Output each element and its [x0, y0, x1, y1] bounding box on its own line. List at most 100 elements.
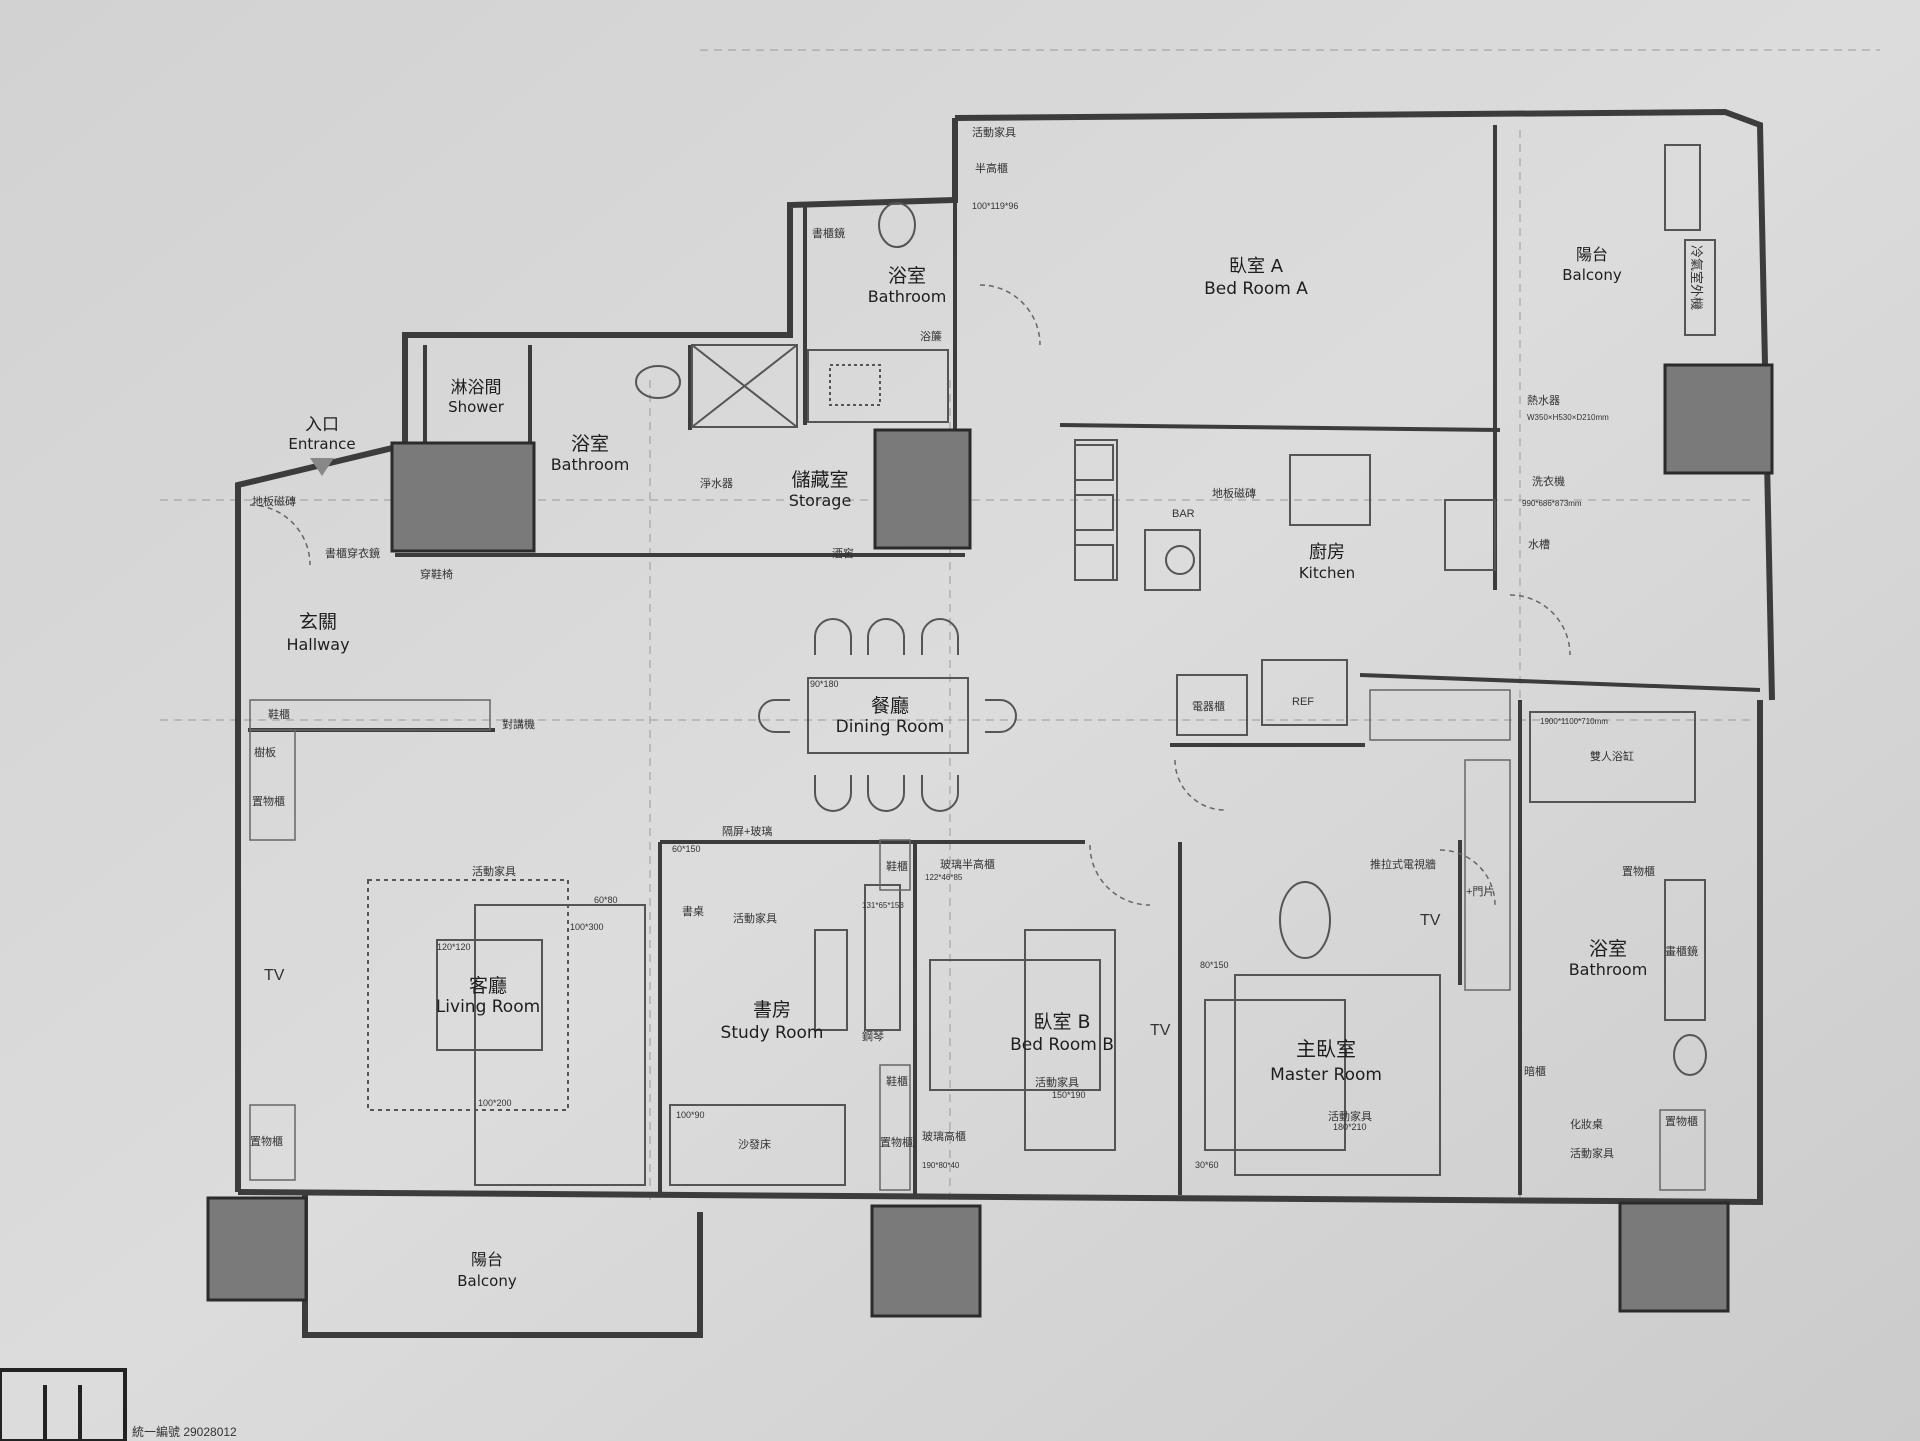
note-storage-cab-master: 置物櫃: [1622, 864, 1655, 878]
balcony-s-zh: 陽台: [471, 1250, 503, 1269]
master-room-zh: 主臥室: [1296, 1037, 1356, 1061]
entrance-arrow-icon: [310, 458, 334, 476]
dining-chairs: [758, 618, 1017, 812]
note-tv-master: TV: [1420, 912, 1441, 929]
note-master-bed-dim: 180*210: [1333, 1122, 1367, 1132]
note-sofa-dim: 100*90: [676, 1110, 705, 1120]
storage-zh: 儲藏室: [791, 469, 848, 491]
door-swings: [249, 284, 1571, 906]
hallway-en: Hallway: [286, 635, 349, 654]
title-block: 統一編號 29028012: [0, 1368, 237, 1441]
note-movable-study: 活動家具: [733, 911, 777, 925]
structural-columns: [206, 363, 1774, 1318]
note-floor-tile: 地板磁磚: [252, 494, 296, 508]
bathroom-mid-en: Bathroom: [551, 455, 630, 474]
bathtub: [807, 349, 949, 423]
note-shoe-bench: 穿鞋椅: [420, 567, 453, 581]
note-tall-dim: 190*80*40: [922, 1161, 960, 1170]
note-storage-cab-study: 置物櫃: [880, 1135, 913, 1149]
note-movable-bed-b: 活動家具: [1035, 1075, 1079, 1089]
note-sofa-bed: 沙發床: [738, 1137, 771, 1151]
note-half-dim: 100*119*96: [972, 201, 1018, 211]
column: [873, 428, 972, 550]
study-room-zh: 書房: [753, 999, 791, 1021]
toilet: [878, 202, 916, 248]
note-tv-bed-b: TV: [1150, 1022, 1171, 1039]
bathroom-mid-zh: 浴室: [571, 433, 609, 455]
dining-room-en: Dining Room: [836, 717, 945, 737]
column: [206, 1196, 308, 1302]
note-vanity: 化妝桌: [1570, 1117, 1603, 1131]
note-dining-table: 90*180: [810, 679, 839, 689]
note-dim-60-80: 60*80: [594, 895, 618, 905]
note-heater-dim: W350×H530×D210mm: [1527, 413, 1609, 422]
study-room-en: Study Room: [721, 1023, 824, 1043]
kitchen-zh: 廚房: [1309, 541, 1345, 563]
toilet: [635, 365, 681, 399]
note-storage-cab: 置物櫃: [252, 794, 285, 808]
note-movable-bath: 活動家具: [1570, 1146, 1614, 1160]
shower-zh: 淋浴間: [451, 378, 502, 398]
note-wardrobe: 書櫃穿衣鏡: [325, 546, 380, 560]
bathroom-top-zh: 浴室: [888, 265, 926, 287]
note-movable-master: 活動家具: [1328, 1109, 1372, 1123]
note-washer: 洗衣機: [1532, 474, 1565, 488]
living-room-en: Living Room: [436, 997, 540, 1017]
bed-room-a-en: Bed Room A: [1204, 279, 1308, 299]
note-glass-dim: 122*46*85: [925, 873, 963, 882]
fixtures: [367, 144, 1716, 1186]
note-mirror-cab: 畫櫃鏡: [1665, 944, 1698, 958]
master-bed: [1234, 974, 1441, 1176]
note-bed-b-dim: 150*190: [1052, 1090, 1086, 1100]
note-desk-dim: 60*150: [672, 844, 701, 854]
note-dim-30-60: 30*60: [1195, 1160, 1219, 1170]
note-intercom: 對講機: [502, 717, 535, 731]
note-shoe-cab-study-2: 鞋櫃: [886, 1074, 908, 1088]
note-tv-sliding: 推拉式電視牆: [1370, 857, 1436, 871]
column: [1663, 363, 1774, 475]
note-glass-tall: 玻璃高櫃: [922, 1129, 966, 1143]
bar-stools: [1074, 444, 1114, 581]
note-wine: 酒窖: [832, 546, 854, 560]
storage-en: Storage: [789, 491, 852, 510]
note-door-piece: +門片: [1466, 885, 1494, 898]
note-desk: 書桌: [682, 904, 704, 918]
note-dim-80-150: 80*150: [1200, 960, 1229, 970]
note-half-cab: 半高櫃: [975, 161, 1008, 175]
toilet: [1673, 1034, 1707, 1076]
balcony-ne-en: Balcony: [1562, 266, 1622, 284]
note-storage-cab-bath: 置物櫃: [1665, 1114, 1698, 1128]
note-floor-tile-2: 地板磁磚: [1212, 486, 1256, 500]
bed-room-b-zh: 臥室 B: [1033, 1011, 1090, 1033]
fridge: [1261, 659, 1348, 726]
bed-room-a-zh: 臥室 A: [1229, 256, 1284, 277]
bed-room-b-en: Bed Room B: [1010, 1035, 1114, 1055]
bathroom-master-en: Bathroom: [1569, 960, 1648, 979]
note-washer-dim: 990*686*873mm: [1522, 499, 1582, 508]
note-piano: 鋼琴: [862, 1029, 884, 1043]
note-table-120: 120*120: [437, 942, 471, 952]
note-water-purifier: 淨水器: [700, 477, 733, 490]
note-double-tub: 雙人浴缸: [1590, 749, 1634, 763]
guide-lines: [160, 49, 1880, 1200]
shower-en: Shower: [448, 398, 505, 416]
bed-b-outline: [1024, 929, 1116, 1151]
bathroom-top-en: Bathroom: [868, 287, 947, 306]
note-curtain: 浴簾: [920, 329, 942, 343]
hallway-zh: 玄關: [299, 611, 337, 633]
note-movable: 活動家具: [972, 125, 1016, 139]
document-number: 統一編號 29028012: [132, 1424, 237, 1439]
note-movable-living: 活動家具: [472, 864, 516, 878]
sofa-bed: [669, 1104, 846, 1186]
master-room-en: Master Room: [1270, 1065, 1382, 1085]
note-shoe-cab-study: 鞋櫃: [886, 859, 908, 873]
note-tv-living: TV: [264, 967, 285, 984]
note-shoe-cab: 鞋櫃: [268, 707, 290, 721]
balcony-s-en: Balcony: [457, 1272, 517, 1290]
note-ac-outdoor: 冷氣室外機: [1689, 245, 1704, 310]
double-bathtub: [1529, 711, 1696, 803]
note-rug-dim-2: 100*200: [478, 1098, 512, 1108]
wardrobes: [249, 689, 1706, 1191]
note-partition: 隔屏+玻璃: [722, 824, 772, 838]
